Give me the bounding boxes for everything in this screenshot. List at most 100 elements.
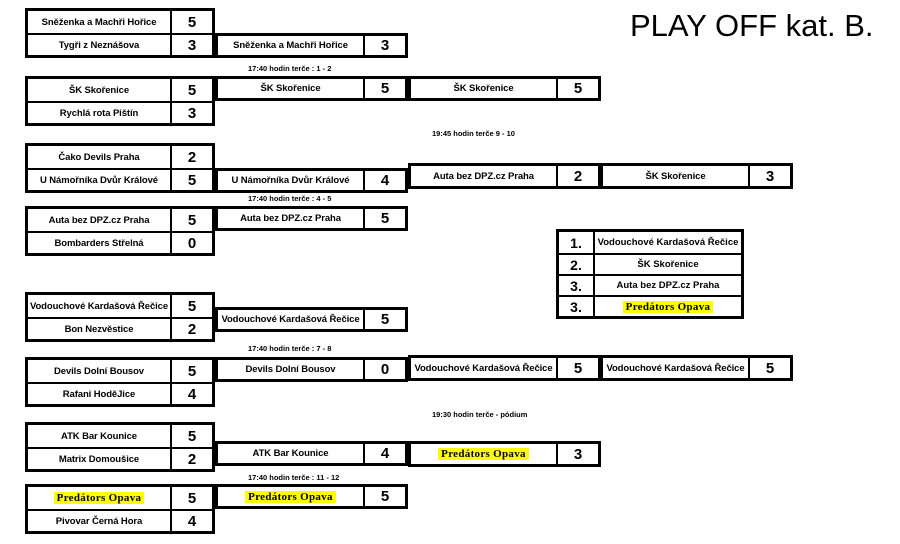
match-row[interactable]: Devils Dolní Bousov 5 bbox=[28, 360, 212, 382]
match-r2-8[interactable]: Predátors Opava 5 bbox=[215, 484, 408, 509]
match-row[interactable]: Matrix Domoušice 2 bbox=[28, 447, 212, 469]
team-score-cell: 3 bbox=[765, 167, 775, 185]
team-name-cell: Vodouchové Kardašová Řečice bbox=[603, 358, 750, 378]
match-r1-2[interactable]: ŠK Skořenice 5 Rychlá rota Pištín 3 bbox=[25, 76, 215, 126]
match-row[interactable]: Tygři z Neznášova 3 bbox=[28, 33, 212, 55]
match-row[interactable]: ATK Bar Kounice 4 bbox=[218, 444, 405, 463]
team-name-cell: Rychlá rota Pištín bbox=[28, 103, 172, 123]
match-row[interactable]: ATK Bar Kounice 5 bbox=[28, 425, 212, 447]
match-row[interactable]: Rychlá rota Pištín 3 bbox=[28, 101, 212, 123]
match-row[interactable]: Rafani HoděJice 4 bbox=[28, 382, 212, 404]
match-r1-5[interactable]: Vodouchové Kardašová Řečice 5 Bon Nezvěs… bbox=[25, 292, 215, 342]
team-score-cell: 3 bbox=[187, 104, 197, 122]
match-r3-2[interactable]: Auta bez DPZ.cz Praha 2 bbox=[408, 163, 601, 189]
match-row[interactable]: U Námořníka Dvůr Králové 4 bbox=[218, 171, 405, 190]
match-row[interactable]: Bon Nezvěstice 2 bbox=[28, 317, 212, 339]
team-name-cell: Rafani HoděJice bbox=[28, 384, 172, 404]
standings-rank: 2. bbox=[559, 255, 595, 274]
match-row[interactable]: Auta bez DPZ.cz Praha 5 bbox=[28, 209, 212, 231]
team-score-cell: 5 bbox=[380, 210, 390, 227]
match-row[interactable]: Vodouchové Kardašová Řečice 5 bbox=[411, 358, 598, 378]
team-score-cell: 2 bbox=[187, 450, 197, 468]
team-score-cell: 2 bbox=[187, 148, 197, 166]
standings-team: Predátors Opava bbox=[595, 297, 741, 316]
caption-r1-3: 17:40 hodin terče : 7 - 8 bbox=[248, 344, 332, 353]
match-row[interactable]: Vodouchové Kardašová Řečice 5 bbox=[28, 295, 212, 317]
standings-row: 3. Predátors Opava bbox=[559, 295, 741, 316]
team-name-cell: Predátors Opava bbox=[218, 487, 365, 506]
team-name-cell: Vodouchové Kardašová Řečice bbox=[411, 358, 558, 378]
match-r1-8[interactable]: Predátors Opava 5 Pivovar Černá Hora 4 bbox=[25, 484, 215, 534]
match-r2-4[interactable]: Auta bez DPZ.cz Praha 5 bbox=[215, 206, 408, 231]
team-name-cell: Sněženka a Machři Hořice bbox=[28, 11, 172, 33]
standings-team: Auta bez DPZ.cz Praha bbox=[616, 280, 720, 291]
match-r2-6[interactable]: Devils Dolní Bousov 0 bbox=[215, 357, 408, 382]
team-name-cell: U Námořníka Dvůr Králové bbox=[28, 170, 172, 190]
match-r2-5[interactable]: Vodouchové Kardašová Řečice 5 bbox=[215, 307, 408, 332]
team-name-cell: ATK Bar Kounice bbox=[28, 425, 172, 447]
team-name-cell: Devils Dolní Bousov bbox=[28, 360, 172, 382]
match-row[interactable]: Bombarders Střelná 0 bbox=[28, 231, 212, 253]
match-r2-1[interactable]: Sněženka a Machři Hořice 3 bbox=[215, 33, 408, 58]
standings-team: Vodouchové Kardašová Řečice bbox=[597, 237, 739, 248]
match-row[interactable]: Sněženka a Machři Hořice 5 bbox=[28, 11, 212, 33]
team-name-cell: U Námořníka Dvůr Králové bbox=[218, 171, 365, 190]
match-row[interactable]: ŠK Skořenice 5 bbox=[411, 79, 598, 98]
team-score-cell: 4 bbox=[380, 445, 390, 462]
team-name-cell: Tygři z Neznášova bbox=[28, 35, 172, 55]
standings-row: 3. Auta bez DPZ.cz Praha bbox=[559, 274, 741, 295]
match-r3-3[interactable]: Vodouchové Kardašová Řečice 5 bbox=[408, 355, 601, 381]
caption-r1-1: 17:40 hodin terče : 1 - 2 bbox=[248, 64, 332, 73]
match-r1-6[interactable]: Devils Dolní Bousov 5 Rafani HoděJice 4 bbox=[25, 357, 215, 407]
team-name-cell: ATK Bar Kounice bbox=[218, 444, 365, 463]
match-row[interactable]: Čako Devils Praha 2 bbox=[28, 146, 212, 168]
match-r2-3[interactable]: U Námořníka Dvůr Králové 4 bbox=[215, 168, 408, 193]
match-row[interactable]: Auta bez DPZ.cz Praha 2 bbox=[411, 166, 598, 186]
match-row[interactable]: Auta bez DPZ.cz Praha 5 bbox=[218, 209, 405, 228]
team-name-cell: Bon Nezvěstice bbox=[28, 319, 172, 339]
caption-r1-4: 17:40 hodin terče : 11 - 12 bbox=[248, 473, 340, 482]
team-name-cell: Devils Dolní Bousov bbox=[218, 360, 365, 379]
match-row[interactable]: Vodouchové Kardašová Řečice 5 bbox=[218, 310, 405, 329]
match-row[interactable]: Predátors Opava 5 bbox=[28, 487, 212, 509]
match-row[interactable]: Pivovar Černá Hora 4 bbox=[28, 509, 212, 531]
match-row[interactable]: ŠK Skořenice 3 bbox=[603, 166, 790, 186]
match-r2-2[interactable]: ŠK Skořenice 5 bbox=[215, 76, 408, 101]
team-score-cell: 5 bbox=[187, 362, 197, 380]
match-row[interactable]: ŠK Skořenice 5 bbox=[218, 79, 405, 98]
match-row[interactable]: Devils Dolní Bousov 0 bbox=[218, 360, 405, 379]
team-score-cell: 5 bbox=[573, 80, 583, 97]
team-score-cell: 3 bbox=[380, 37, 390, 54]
team-name-cell: Matrix Domoušice bbox=[28, 449, 172, 469]
match-row[interactable]: Sněženka a Machři Hořice 3 bbox=[218, 36, 405, 55]
match-row[interactable]: Predátors Opava 3 bbox=[411, 444, 598, 464]
team-name-cell: Sněženka a Machři Hořice bbox=[218, 36, 365, 55]
team-name-cell: Čako Devils Praha bbox=[28, 146, 172, 168]
match-row[interactable]: Predátors Opava 5 bbox=[218, 487, 405, 506]
team-name-cell: Vodouchové Kardašová Řečice bbox=[28, 295, 172, 317]
team-name-cell: Auta bez DPZ.cz Praha bbox=[28, 209, 172, 231]
caption-r3-top: 19:45 hodin terče 9 - 10 bbox=[432, 129, 515, 138]
team-score-cell: 3 bbox=[187, 36, 197, 54]
match-r3-4[interactable]: Predátors Opava 3 bbox=[408, 441, 601, 467]
match-row[interactable]: ŠK Skořenice 5 bbox=[28, 79, 212, 101]
match-r2-7[interactable]: ATK Bar Kounice 4 bbox=[215, 441, 408, 466]
match-row[interactable]: Vodouchové Kardašová Řečice 5 bbox=[603, 358, 790, 378]
standings-rank: 1. bbox=[559, 232, 595, 253]
team-name-cell: Predátors Opava bbox=[411, 444, 558, 464]
match-row[interactable]: U Námořníka Dvůr Králové 5 bbox=[28, 168, 212, 190]
team-name-cell: Auta bez DPZ.cz Praha bbox=[411, 166, 558, 186]
team-name-cell: ŠK Skořenice bbox=[603, 166, 750, 186]
match-r4-1[interactable]: ŠK Skořenice 3 bbox=[600, 163, 793, 189]
standings-row: 1. Vodouchové Kardašová Řečice bbox=[559, 232, 741, 253]
team-score-cell: 4 bbox=[187, 385, 197, 403]
match-r1-3[interactable]: Čako Devils Praha 2 U Námořníka Dvůr Krá… bbox=[25, 143, 215, 193]
team-score-cell: 5 bbox=[187, 81, 197, 99]
match-r1-7[interactable]: ATK Bar Kounice 5 Matrix Domoušice 2 bbox=[25, 422, 215, 472]
match-r1-1[interactable]: Sněženka a Machři Hořice 5 Tygři z Nezná… bbox=[25, 8, 215, 58]
team-name-cell: Vodouchové Kardašová Řečice bbox=[218, 310, 365, 329]
match-r4-2[interactable]: Vodouchové Kardašová Řečice 5 bbox=[600, 355, 793, 381]
match-r1-4[interactable]: Auta bez DPZ.cz Praha 5 Bombarders Střel… bbox=[25, 206, 215, 256]
team-score-cell: 5 bbox=[187, 13, 197, 31]
match-r3-1[interactable]: ŠK Skořenice 5 bbox=[408, 76, 601, 101]
